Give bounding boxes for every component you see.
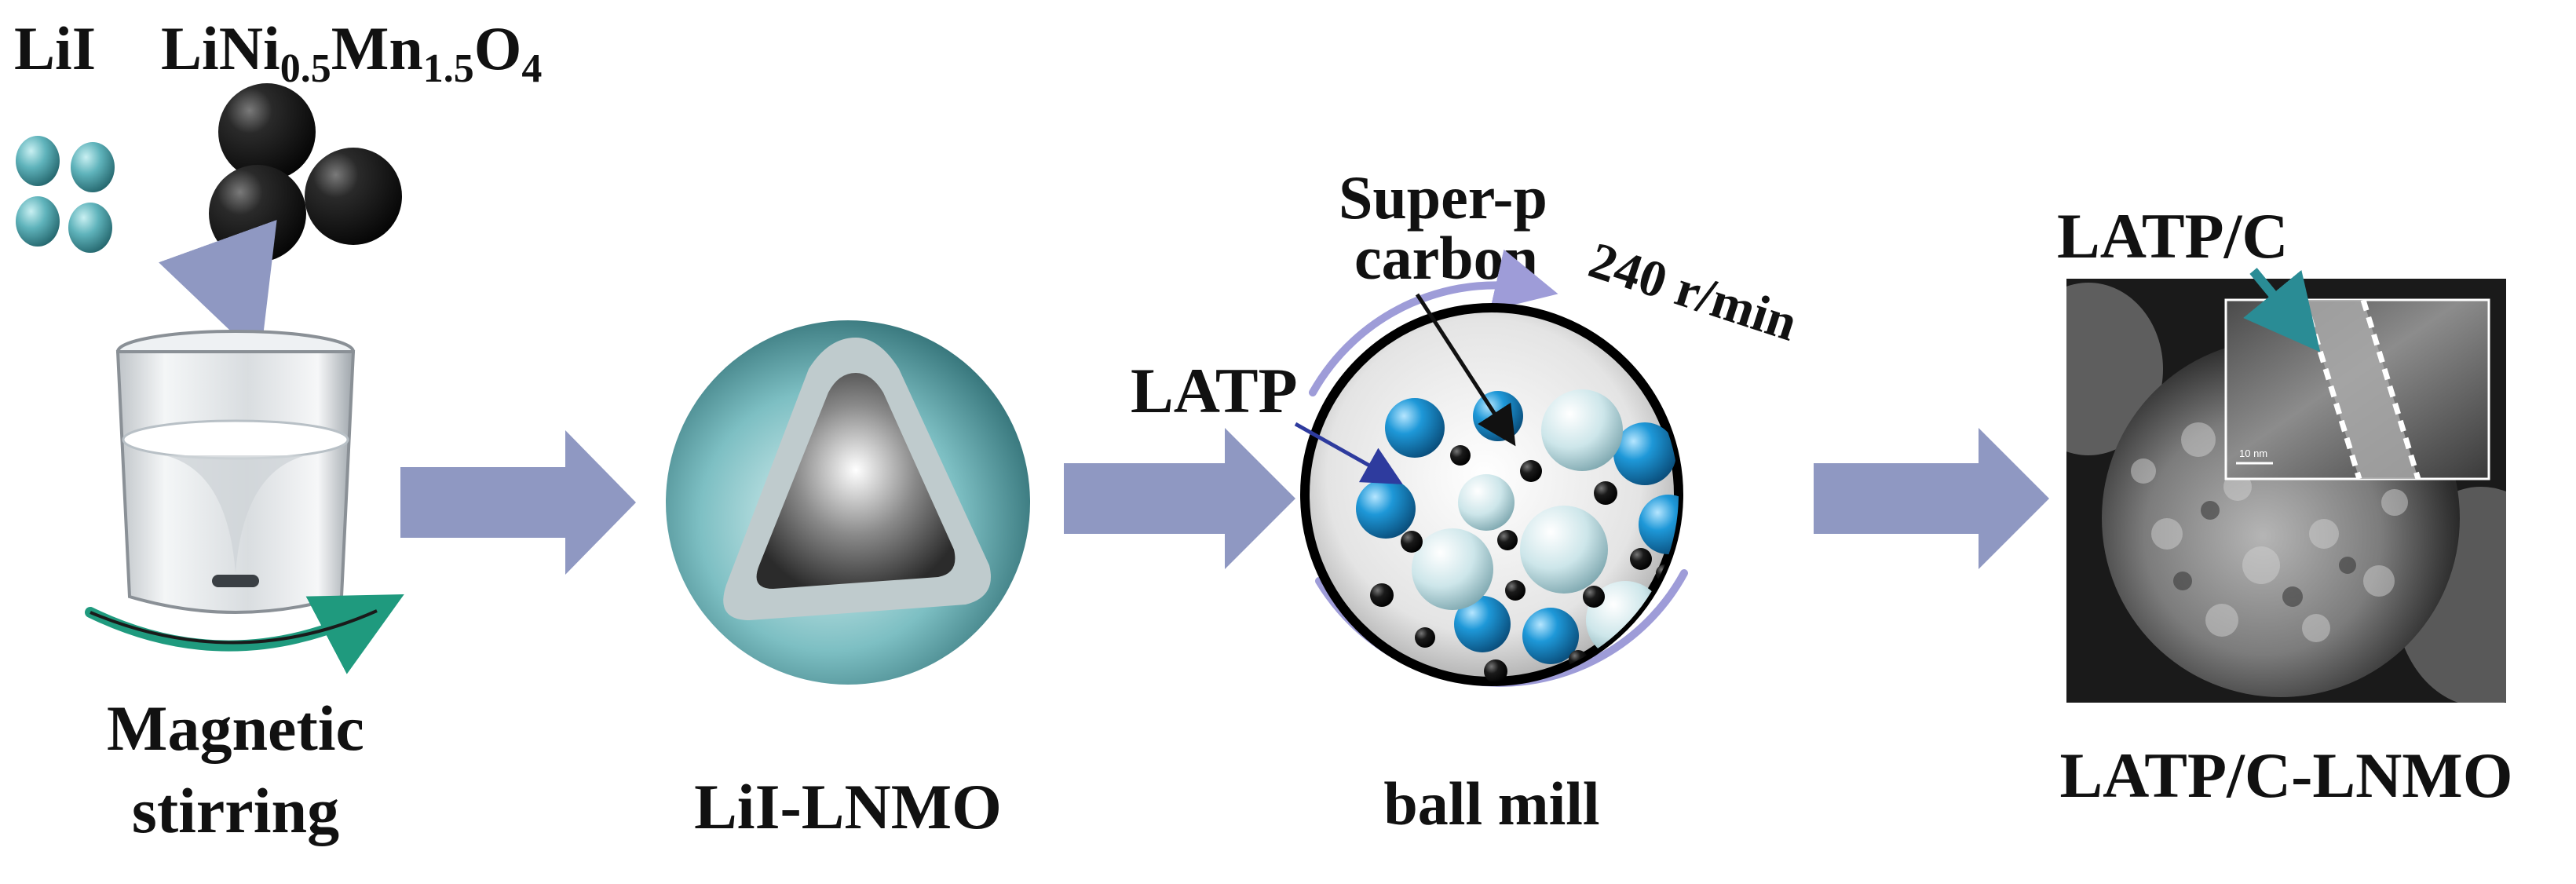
surface-grain xyxy=(2205,604,2238,637)
mill-speed-label: 240 r/min xyxy=(1582,232,1803,353)
carbon-particle xyxy=(1520,460,1542,482)
mill-rotation-arrow xyxy=(1309,249,1558,396)
process-arrow-3 xyxy=(1814,428,2049,569)
latp-label: LATP xyxy=(1131,355,1298,426)
process-arrow-1 xyxy=(400,430,636,575)
latp-ball xyxy=(1522,608,1579,664)
stirring-vortex xyxy=(165,455,306,573)
lnmo-particles xyxy=(209,83,402,262)
surface-grain xyxy=(2181,422,2216,457)
lnmo-formula-label: LiNi0.5Mn1.5O4 xyxy=(161,14,542,91)
lnmo-particle xyxy=(218,83,316,181)
surface-pit xyxy=(2282,586,2303,607)
surface-grain xyxy=(2363,565,2395,597)
super-p-pointer xyxy=(1415,293,1516,447)
tem-inset: 10 nm xyxy=(2224,298,2490,480)
light-ball xyxy=(1520,506,1608,594)
latp-ball xyxy=(1385,398,1445,458)
lnmo-core xyxy=(756,373,955,589)
latp-ball xyxy=(1454,596,1511,652)
stirring-rotation-shadow xyxy=(90,609,378,645)
surface-grain xyxy=(2242,546,2280,584)
tem-boundary-line xyxy=(2301,298,2362,480)
latp-c-label: LATP/C xyxy=(2057,200,2289,272)
carbon-particle xyxy=(1630,548,1652,570)
latp-ball xyxy=(1613,422,1676,485)
latp-ball xyxy=(1639,495,1679,554)
beaker xyxy=(85,330,404,674)
surface-grain xyxy=(2381,489,2408,516)
light-ball xyxy=(1458,474,1515,531)
lii-particle xyxy=(16,136,60,186)
ball-mill-label: ball mill xyxy=(1383,769,1599,838)
surface-pit xyxy=(2339,557,2356,574)
formula-part-mn: Mn xyxy=(331,14,423,82)
sem-surface-texture xyxy=(2131,422,2408,642)
lii-particles xyxy=(16,136,115,253)
carbon-particle xyxy=(1401,531,1423,553)
lnmo-particle xyxy=(305,148,402,245)
carbon-particle xyxy=(1370,583,1394,607)
surface-pit xyxy=(2173,572,2192,590)
feed-arrow xyxy=(159,219,277,360)
formula-sub-ni: 0.5 xyxy=(280,46,331,91)
carbon-particle xyxy=(1484,659,1507,681)
sem-image: 10 nm xyxy=(2066,279,2506,703)
tem-scale-bar-label: 10 nm xyxy=(2239,447,2267,459)
tem-boundary-line xyxy=(2360,298,2421,480)
core-shell-particle xyxy=(666,320,1030,685)
super-p-label-line1: Super-p xyxy=(1339,163,1547,232)
lii-particle xyxy=(71,142,115,192)
surface-pit xyxy=(2201,501,2220,520)
carbon-particle xyxy=(1497,530,1518,550)
carbon-particle xyxy=(1450,445,1471,466)
surface-grain xyxy=(2151,518,2183,550)
surface-grain xyxy=(2309,519,2339,549)
sem-surface-shadows xyxy=(2173,501,2356,607)
latp-c-pointer xyxy=(2243,268,2321,353)
formula-sub-mn: 1.5 xyxy=(423,46,474,91)
latp-ball xyxy=(1356,479,1416,539)
latp-c-lnmo-label: LATP/C-LNMO xyxy=(2059,740,2512,811)
process-arrow-2 xyxy=(1064,428,1295,569)
light-ball xyxy=(1541,389,1623,471)
carbon-particle xyxy=(1583,586,1605,608)
surface-grain xyxy=(2131,458,2156,484)
stir-bar xyxy=(212,575,259,587)
carbon-particle xyxy=(1594,481,1617,505)
light-ball xyxy=(1412,528,1493,610)
formula-sub-o: 4 xyxy=(521,46,542,91)
carbon-particle xyxy=(1505,580,1526,601)
formula-part-o: O xyxy=(474,14,522,82)
magnetic-stirring-label-line1: Magnetic xyxy=(107,692,364,764)
lii-label: LiI xyxy=(14,14,96,82)
latp-pointer xyxy=(1294,422,1403,484)
lii-particle xyxy=(68,203,112,253)
tem-latp-c-coating xyxy=(2304,300,2418,479)
lii-lnmo-label: LiI-LNMO xyxy=(694,771,1002,842)
carbon-particle xyxy=(1415,627,1435,648)
formula-part-li-ni: LiNi xyxy=(161,14,280,82)
beaker-liquid-surface xyxy=(122,419,349,460)
magnetic-stirring-label-line2: stirring xyxy=(132,775,339,846)
surface-grain xyxy=(2302,614,2330,642)
lii-particle xyxy=(16,196,60,247)
lnmo-particle xyxy=(209,165,306,262)
